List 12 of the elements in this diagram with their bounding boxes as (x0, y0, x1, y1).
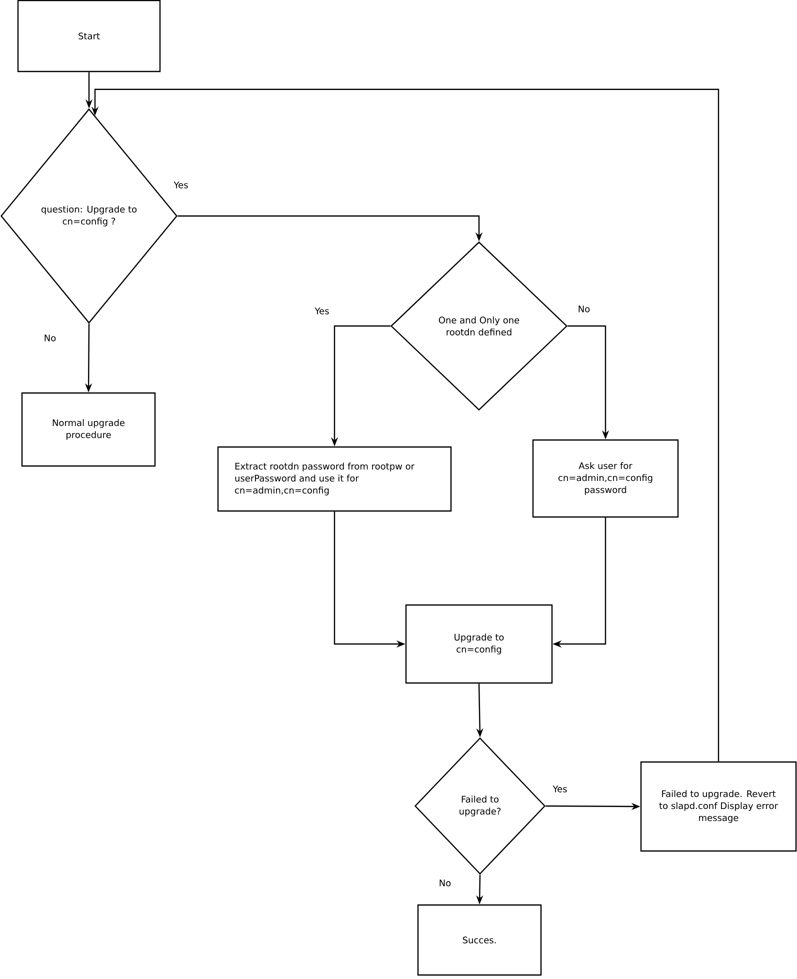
edge-label: Yes (314, 306, 330, 316)
process-box: Extract rootdn password from rootpw or userPassword and use it for cn=admin,cn=config (217, 446, 452, 512)
process-box: Upgrade to cn=config (405, 604, 553, 684)
edge-label: Yes (552, 784, 568, 794)
process-box: Succes. (417, 904, 542, 976)
process-box: Normal upgrade procedure (21, 392, 156, 467)
edge-label: No (438, 878, 452, 888)
edge-label: No (42, 334, 58, 342)
edge-label: No (576, 304, 592, 314)
process-box: Start (17, 0, 161, 72)
process-box: Failed to upgrade. Revert to slapd.conf Display error message (640, 761, 797, 852)
process-box: Ask user for cn=admin,cn=config password (532, 439, 679, 518)
